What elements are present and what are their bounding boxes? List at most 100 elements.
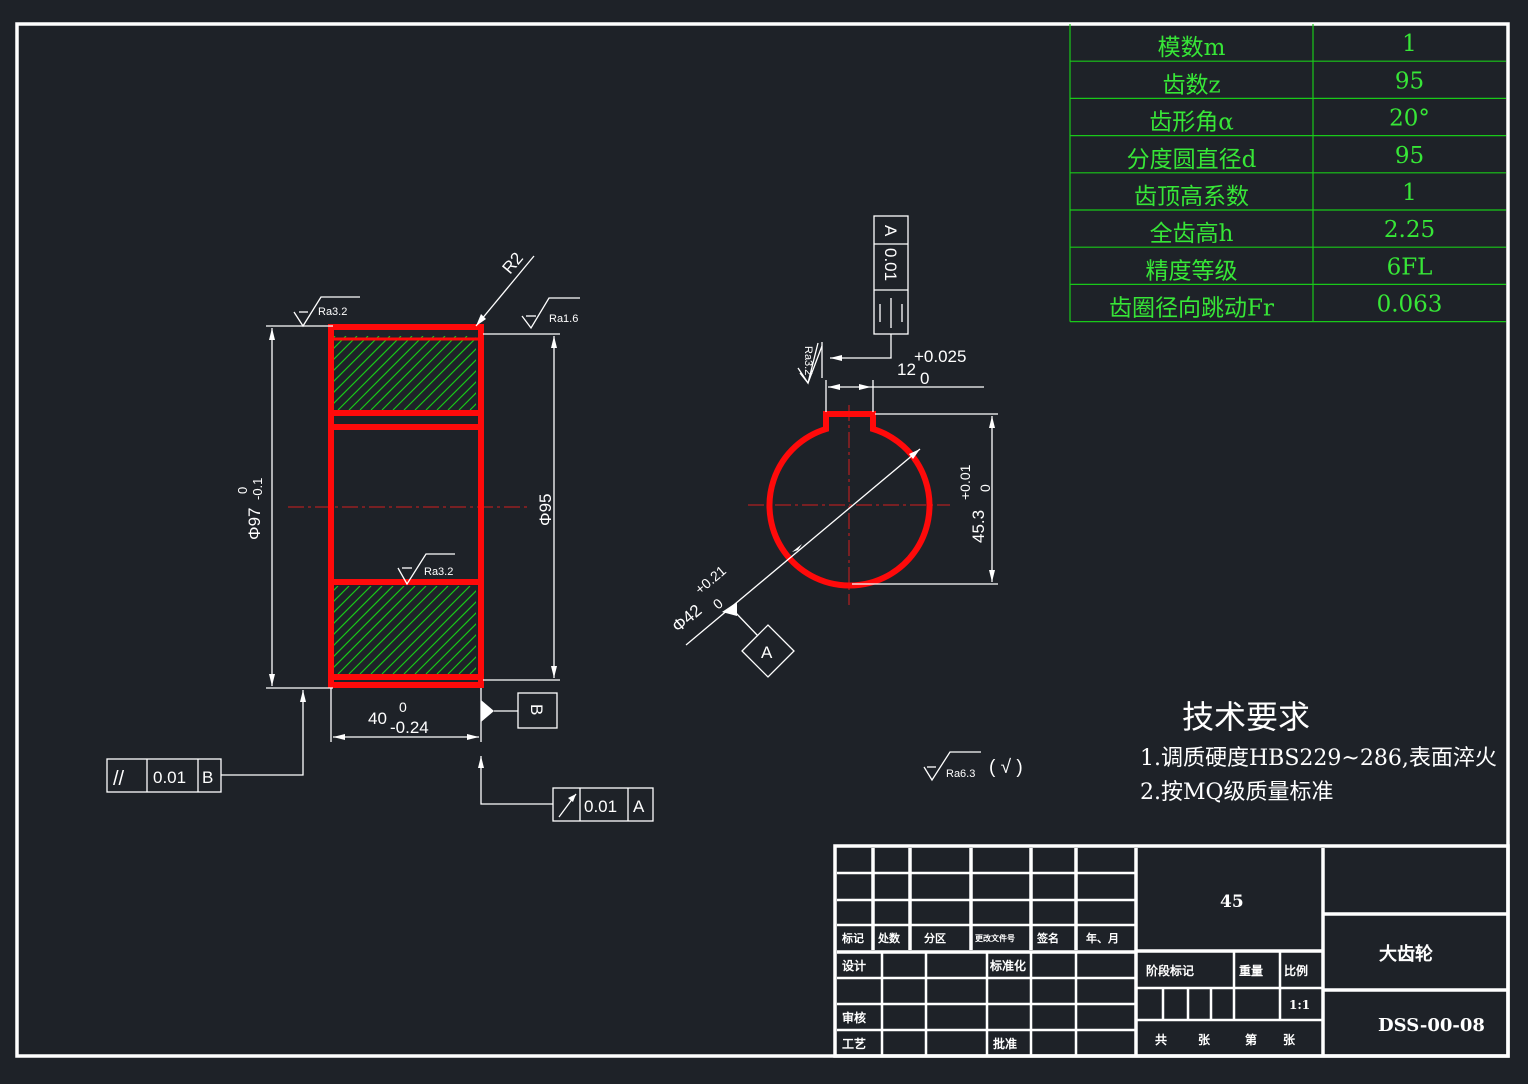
gear-param-value: 0.063 xyxy=(1377,292,1443,318)
tb-sheet: 张 xyxy=(1283,1032,1296,1047)
tb-material: 45 xyxy=(1220,892,1244,912)
tb-design: 设计 xyxy=(842,958,866,973)
hatch-line xyxy=(458,392,476,410)
tb-total: 共 xyxy=(1155,1032,1167,1047)
gear-param-value: 2.25 xyxy=(1384,217,1435,243)
bore-dia-upper: +0.21 xyxy=(692,562,730,597)
section-outline xyxy=(328,324,484,688)
general-roughness: Ra6.3 ( √ ) xyxy=(923,751,1023,782)
datum-a: A xyxy=(761,643,773,662)
key-roughness: Ra3.2 xyxy=(802,346,814,375)
hatch-line xyxy=(334,586,372,624)
hatch-line xyxy=(447,645,476,674)
rev-label-doc: 更改文件号 xyxy=(975,933,1015,943)
tech-requirements: 技术要求 1.调质硬度HBS229~286,表面淬火 2.按MQ级质量标准 xyxy=(1140,698,1497,805)
rev-label-count: 处数 xyxy=(877,931,901,945)
tb-scale: 1:1 xyxy=(1289,998,1310,1012)
depth-upper: +0.01 xyxy=(957,464,973,500)
hatch-line xyxy=(414,612,476,674)
tb-standard: 标准化 xyxy=(989,958,1026,973)
roughness-top-right: Ra1.6 xyxy=(549,313,578,325)
hatch-line xyxy=(334,336,391,393)
hatch-line xyxy=(381,586,471,674)
depth-lower: 0 xyxy=(977,484,993,492)
symmetry-icon xyxy=(879,298,903,328)
hatch-line xyxy=(334,586,394,646)
hatch-line xyxy=(337,586,427,674)
hatch-line xyxy=(503,586,591,674)
hatch-line xyxy=(392,590,476,674)
hatch-line xyxy=(348,586,438,674)
gear-param-name: 齿数z xyxy=(1162,72,1220,98)
symmetry-datum: A xyxy=(881,225,900,237)
hatch-line xyxy=(447,381,476,410)
hatch-line xyxy=(337,336,413,410)
tech-requirement-1: 1.调质硬度HBS229~286,表面淬火 xyxy=(1140,746,1497,771)
tb-sheets: 张 xyxy=(1198,1032,1211,1047)
bore-dia-label: Φ42 xyxy=(668,601,705,636)
hatch-line xyxy=(425,359,476,410)
gear-param-value: 95 xyxy=(1395,68,1424,94)
gear-param-name: 齿形角α xyxy=(1149,110,1234,136)
roughness-top-left: Ra3.2 xyxy=(318,306,347,318)
hatch-line xyxy=(334,586,361,613)
gear-param-name: 全齿高h xyxy=(1150,221,1234,247)
radius-label: R2 xyxy=(499,249,528,278)
parallel-datum: B xyxy=(202,768,213,787)
tb-approve: 批准 xyxy=(993,1036,1017,1051)
key-width: 12 xyxy=(897,360,916,379)
drawing-border xyxy=(15,22,1510,1058)
gear-param-name: 齿圈径向跳动Fr xyxy=(1109,296,1274,322)
rev-label-mark: 标记 xyxy=(841,931,864,945)
hatch-line xyxy=(334,336,380,382)
tb-number: 第 xyxy=(1245,1032,1257,1047)
hatch-line xyxy=(492,586,580,674)
gear-param-name: 分度圆直径d xyxy=(1127,147,1257,173)
hatch-line xyxy=(250,336,324,410)
tb-drawing-no: DSS-00-08 xyxy=(1378,1015,1485,1036)
symmetry-tolerance: 0.01 xyxy=(881,248,900,281)
hatch-line xyxy=(514,586,602,674)
hatch-line xyxy=(334,336,347,349)
hatch-line xyxy=(425,623,476,674)
tb-process: 工艺 xyxy=(842,1036,866,1051)
width-upper: 0 xyxy=(399,699,407,715)
outer-dia-upper: 0 xyxy=(235,487,250,494)
hatch-line xyxy=(481,336,555,410)
parallel-symbol: // xyxy=(113,768,125,790)
hatch-line xyxy=(334,586,383,635)
hatch-line xyxy=(334,586,416,668)
general-roughness-note: ( √ ) xyxy=(989,757,1023,778)
tb-review: 审核 xyxy=(842,1010,866,1025)
hatch-line xyxy=(503,336,577,410)
width-label: 40 xyxy=(368,709,387,728)
hub-bore-view: A 0.01 Ra3.2 12 +0.025 0 45.3 +0.01 0 xyxy=(668,215,998,678)
outer-dia-lower: -0.1 xyxy=(250,478,265,500)
gear-param-name: 精度等级 xyxy=(1146,258,1238,284)
hatch-line xyxy=(458,656,476,674)
tech-requirements-title: 技术要求 xyxy=(1182,698,1310,736)
hatch-line xyxy=(436,370,476,410)
hatch-line xyxy=(348,336,424,410)
hatch-line xyxy=(334,336,369,371)
hatch-bottom xyxy=(334,586,602,674)
rev-label-sign: 签名 xyxy=(1036,931,1059,945)
gear-param-name: 齿顶高系数 xyxy=(1134,184,1249,210)
rev-label-zone: 分区 xyxy=(924,931,946,945)
general-roughness-value: Ra6.3 xyxy=(946,768,975,780)
gear-param-value: 1 xyxy=(1402,31,1417,57)
roughness-bore: Ra3.2 xyxy=(424,566,453,578)
runout-datum: A xyxy=(633,797,645,816)
hatch-line xyxy=(359,336,435,410)
width-lower: -0.24 xyxy=(390,718,429,737)
hatch-line xyxy=(392,336,468,410)
hatch-line xyxy=(334,336,402,404)
gear-section-view: Φ97 0 -0.1 Φ95 R2 Ra3.2 Ra1.6 Ra3.2 xyxy=(106,249,654,822)
bore-dia-lower: 0 xyxy=(710,595,726,612)
key-upper: +0.025 xyxy=(914,347,966,366)
gear-param-value: 1 xyxy=(1402,180,1417,206)
title-block: 标记 处数 分区 更改文件号 签名 年、月 设计 标准化 审核 工艺 批准 45… xyxy=(833,844,1510,1058)
hatch-line xyxy=(334,336,358,360)
tb-weight: 重量 xyxy=(1239,963,1263,978)
